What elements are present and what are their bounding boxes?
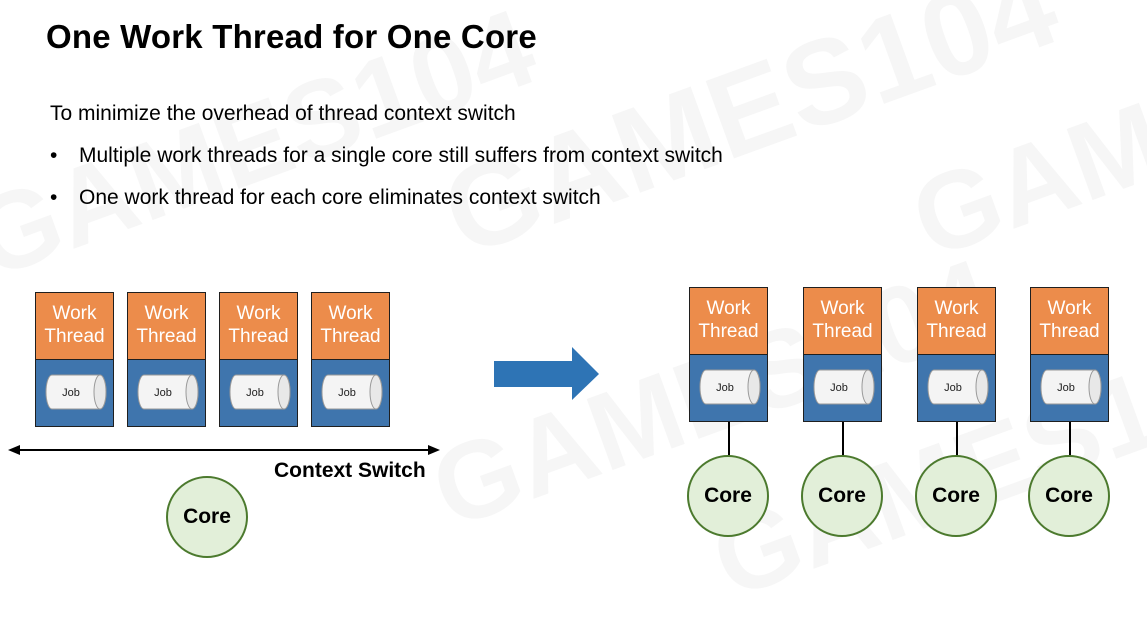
bullet-dot: •	[50, 144, 58, 167]
job-area: Job	[1031, 355, 1108, 421]
job-area: Job	[918, 355, 995, 421]
core-circle: Core	[687, 455, 769, 537]
core-circle: Core	[915, 455, 997, 537]
intro-text: To minimize the overhead of thread conte…	[50, 102, 516, 125]
work-thread-label: Work Thread	[128, 293, 205, 360]
job-area: Job	[804, 355, 881, 421]
work-thread-label: Work Thread	[690, 288, 767, 355]
job-area: Job	[36, 360, 113, 426]
slide-title: One Work Thread for One Core	[46, 18, 537, 55]
bullet-item: • Multiple work threads for a single cor…	[50, 144, 723, 186]
context-switch-range	[8, 445, 440, 455]
right-arrow-icon	[494, 347, 599, 400]
job-label: Job	[830, 382, 848, 394]
job-area: Job	[312, 360, 389, 426]
work-thread-label: Work Thread	[312, 293, 389, 360]
bullet-text: One work thread for each core eliminates…	[79, 186, 601, 209]
job-label: Job	[246, 387, 264, 399]
bullet-item: • One work thread for each core eliminat…	[50, 186, 723, 228]
job-label: Job	[154, 387, 172, 399]
job-label: Job	[944, 382, 962, 394]
job-area: Job	[220, 360, 297, 426]
work-thread-label: Work Thread	[804, 288, 881, 355]
job-label: Job	[338, 387, 356, 399]
job-label: Job	[62, 387, 80, 399]
core-circle: Core	[1028, 455, 1110, 537]
core-circle: Core	[166, 476, 248, 558]
job-area: Job	[690, 355, 767, 421]
job-label: Job	[1057, 382, 1075, 394]
job-area: Job	[128, 360, 205, 426]
work-thread-label: Work Thread	[36, 293, 113, 360]
job-label: Job	[716, 382, 734, 394]
thread-core-connector	[842, 422, 844, 456]
work-thread-label: Work Thread	[918, 288, 995, 355]
double-arrow-line-icon	[8, 445, 440, 455]
thread-core-connector	[1069, 422, 1071, 456]
thread-core-connector	[728, 422, 730, 456]
bullet-text: Multiple work threads for a single core …	[79, 144, 723, 167]
core-circle: Core	[801, 455, 883, 537]
bullet-list: • Multiple work threads for a single cor…	[50, 144, 723, 228]
work-thread-label: Work Thread	[1031, 288, 1108, 355]
context-switch-label: Context Switch	[274, 459, 426, 482]
bullet-dot: •	[50, 186, 58, 209]
work-thread-label: Work Thread	[220, 293, 297, 360]
thread-core-connector	[956, 422, 958, 456]
